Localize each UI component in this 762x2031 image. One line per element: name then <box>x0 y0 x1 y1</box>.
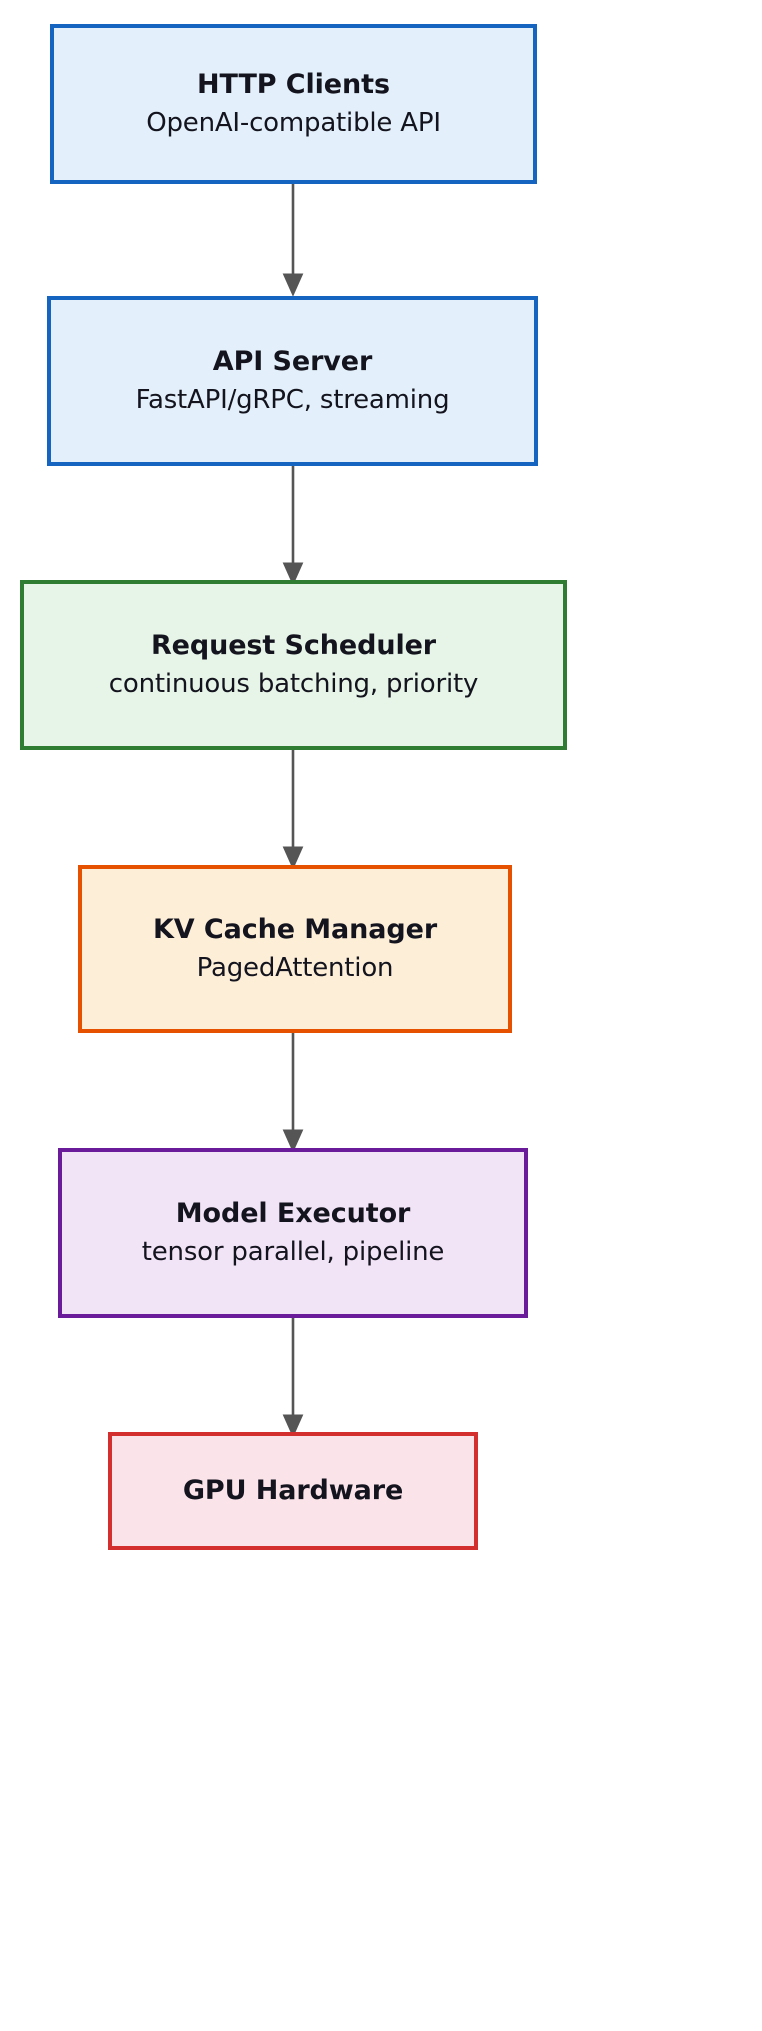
node-api-server-subtitle: FastAPI/gRPC, streaming <box>135 384 450 415</box>
node-http-clients-title: HTTP Clients <box>197 68 390 100</box>
node-kv-cache-manager[interactable]: KV Cache Manager PagedAttention <box>78 865 512 1033</box>
node-http-clients-subtitle: OpenAI-compatible API <box>146 107 441 138</box>
node-request-scheduler[interactable]: Request Scheduler continuous batching, p… <box>20 580 567 750</box>
node-api-server-title: API Server <box>212 345 373 377</box>
node-model-executor[interactable]: Model Executor tensor parallel, pipeline <box>58 1148 528 1318</box>
node-gpu-hardware[interactable]: GPU Hardware <box>108 1432 478 1550</box>
node-http-clients[interactable]: HTTP Clients OpenAI-compatible API <box>50 24 537 184</box>
node-model-executor-title: Model Executor <box>175 1197 411 1229</box>
node-model-executor-subtitle: tensor parallel, pipeline <box>141 1236 445 1267</box>
node-request-scheduler-subtitle: continuous batching, priority <box>108 668 479 699</box>
node-kv-cache-manager-title: KV Cache Manager <box>152 913 438 945</box>
node-gpu-hardware-title: GPU Hardware <box>182 1474 404 1506</box>
node-kv-cache-manager-subtitle: PagedAttention <box>196 952 394 983</box>
node-api-server[interactable]: API Server FastAPI/gRPC, streaming <box>47 296 538 466</box>
node-request-scheduler-title: Request Scheduler <box>150 629 437 661</box>
